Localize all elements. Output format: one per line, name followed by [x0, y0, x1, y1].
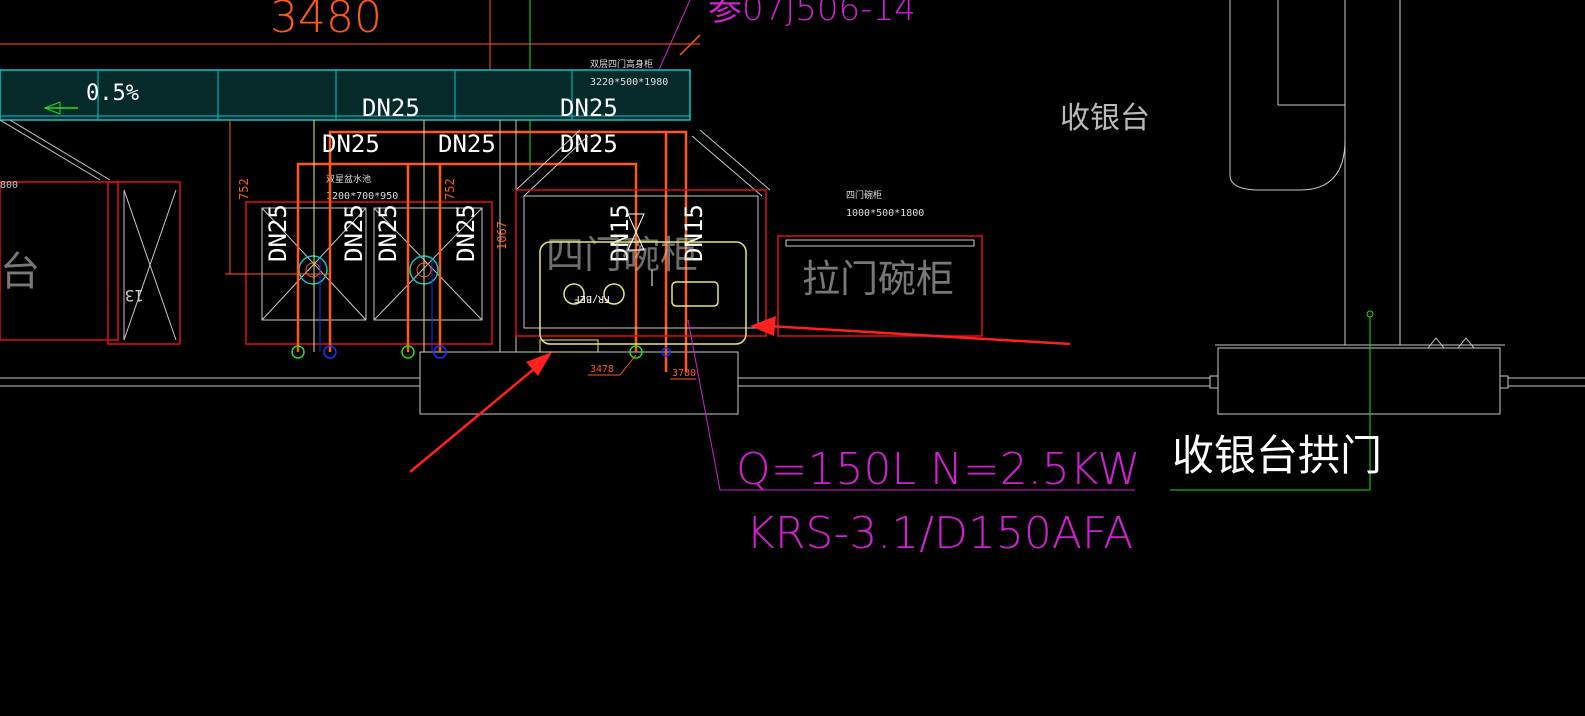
water-pipes	[296, 130, 688, 372]
pipe-tag: 3780	[672, 368, 696, 379]
sliding-door-cabinet: 四门碗柜 1000*500*1800 拉门碗柜	[777, 189, 983, 337]
water-heater: FR/BEF	[539, 213, 747, 353]
heater-spec: Q=150L N=2.5KW	[736, 444, 1141, 495]
dim-752-a: 752	[237, 178, 251, 200]
dim-1067: 1067	[495, 221, 509, 250]
dn25-label: DN25	[374, 204, 402, 262]
hood-size: 3220*500*1980	[590, 77, 668, 88]
dn25-label: DN25	[560, 94, 618, 122]
dn25-label: DN25	[438, 130, 496, 158]
dn25-label: DN25	[340, 204, 368, 262]
cashier-label: 收银台	[1060, 101, 1150, 136]
dn25-label: DN25	[322, 130, 380, 158]
heater-model: KRS-3.1/D150AFA	[746, 508, 1133, 559]
top-dimension: 3480 参07J506-14	[0, 0, 916, 170]
cabinet-label: 四门碗柜	[546, 233, 698, 277]
left-dim: 800	[0, 180, 18, 191]
heater-callout: Q=150L N=2.5KW KRS-3.1/D150AFA	[687, 319, 1141, 559]
pipe-risers	[291, 345, 671, 359]
dn25-label: DN25	[362, 94, 420, 122]
left-mark: 13	[125, 286, 144, 305]
dim-752-b: 752	[443, 178, 457, 200]
left-table-label: 台	[0, 249, 40, 295]
ref-code: 参07J506-14	[708, 0, 916, 29]
slope-label: 0.5%	[86, 81, 139, 106]
fridge-tag: FR/BEF	[574, 293, 610, 304]
walls	[0, 0, 1585, 415]
cabinet-small-label: 四门碗柜	[846, 189, 882, 201]
sink-size: 1200*700*950	[326, 191, 398, 202]
exhaust-hood: 0.5% 双层四门高身柜 3220*500*1980	[0, 58, 691, 121]
cabinet-size: 1000*500*1800	[846, 208, 924, 219]
dn25-label: DN25	[264, 204, 292, 262]
cashier-arch-label: 收银台拱门	[1172, 431, 1382, 480]
pipe-tag: 3478	[590, 364, 614, 375]
left-table: 800 台 13	[0, 119, 181, 345]
annotation-arrows	[409, 316, 1071, 473]
dn-labels-vertical: DN25 DN25 DN25 DN25 DN15 DN15	[264, 204, 708, 262]
double-sink: 双星盆水池 1200*700*950 752 752 1067	[225, 120, 509, 345]
sink-label: 双星盆水池	[326, 173, 371, 185]
dn25-label: DN25	[452, 204, 480, 262]
four-door-cabinet: 四门碗柜	[515, 129, 771, 337]
hood-label: 双层四门高身柜	[590, 58, 653, 70]
cashier-arch-callout: 收银台拱门	[1170, 310, 1382, 491]
pipe-tags: 3478 3780	[588, 354, 696, 380]
dim-3480: 3480	[270, 0, 382, 43]
sliding-cabinet-label: 拉门碗柜	[802, 257, 954, 301]
dn15-label: DN15	[680, 204, 708, 262]
